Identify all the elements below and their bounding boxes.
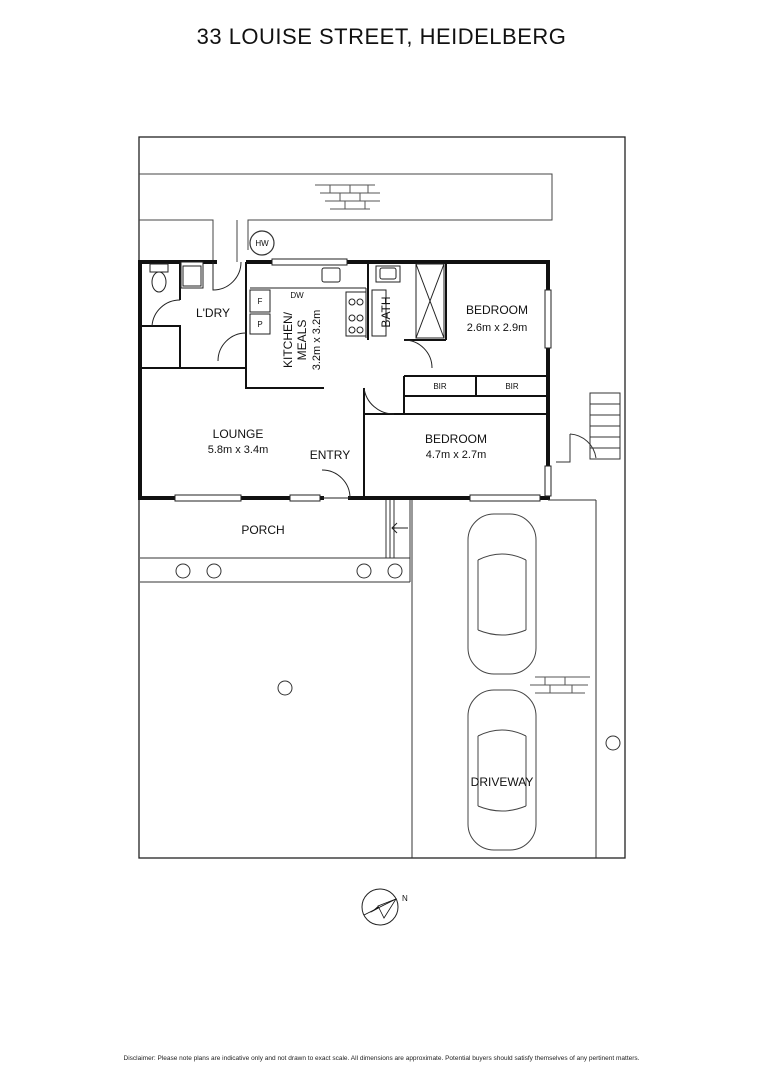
room-label-bedroom-2: BEDROOM <box>425 432 487 446</box>
room-label-porch: PORCH <box>241 523 284 537</box>
bir-label: BIR <box>433 382 447 391</box>
rear-paving-left <box>139 219 214 262</box>
trough-icon <box>182 265 202 287</box>
compass-north-label: N <box>402 894 408 903</box>
toilet-icon <box>149 263 169 293</box>
brick-paving-icon <box>315 184 380 210</box>
room-label-bedroom-1: BEDROOM <box>466 303 528 317</box>
bir-label: BIR <box>505 382 519 391</box>
vanity-icon <box>375 265 401 283</box>
hot-water-icon <box>249 230 275 256</box>
page-title: 33 LOUISE STREET, HEIDELBERG <box>196 24 567 49</box>
room-label-entry: ENTRY <box>310 448 350 462</box>
porch-area <box>140 499 597 858</box>
exterior-walls <box>138 260 550 500</box>
bollard-icons <box>175 563 621 751</box>
room-dims-bedroom-1: 2.6m x 2.9m <box>467 322 528 334</box>
shower-icon <box>371 289 387 337</box>
room-dims-bedroom-2: 4.7m x 2.7m <box>426 449 487 461</box>
interior-walls <box>140 262 548 498</box>
disclaimer: Disclaimer: Please note plans are indica… <box>123 1055 640 1062</box>
windows <box>174 258 552 502</box>
pantry-icon: P <box>249 313 271 335</box>
car-icon <box>467 513 537 675</box>
room-dims-kitchen: 3.2m x 3.2m <box>311 310 323 371</box>
dishwasher-label: DW <box>290 291 304 300</box>
compass-icon: N <box>361 888 408 926</box>
robe-icon <box>415 263 445 339</box>
room-label-meals: MEALS <box>295 320 309 361</box>
doors <box>151 261 433 499</box>
room-label-driveway: DRIVEWAY <box>471 775 534 789</box>
room-dims-lounge: 5.8m x 3.4m <box>208 444 269 456</box>
pantry-label: P <box>257 320 262 329</box>
fridge-label: F <box>258 297 263 306</box>
room-label-laundry: L'DRY <box>196 306 230 320</box>
car-icon <box>467 689 537 851</box>
room-label-lounge: LOUNGE <box>213 427 264 441</box>
fridge-icon: F <box>249 289 271 313</box>
room-label-kitchen: KITCHEN/ <box>281 311 295 368</box>
cooktop-icon <box>345 291 367 337</box>
sink-icon <box>321 267 341 283</box>
brick-paving-icon <box>530 676 590 694</box>
rear-paving <box>139 173 553 250</box>
hot-water-label: HW <box>255 239 269 248</box>
kitchen-label-group: KITCHEN/ MEALS 3.2m x 3.2m <box>281 310 323 371</box>
room-label-bath: BATH <box>379 296 393 327</box>
side-steps-icon <box>556 392 621 463</box>
entry-arrow-icon <box>391 522 408 534</box>
